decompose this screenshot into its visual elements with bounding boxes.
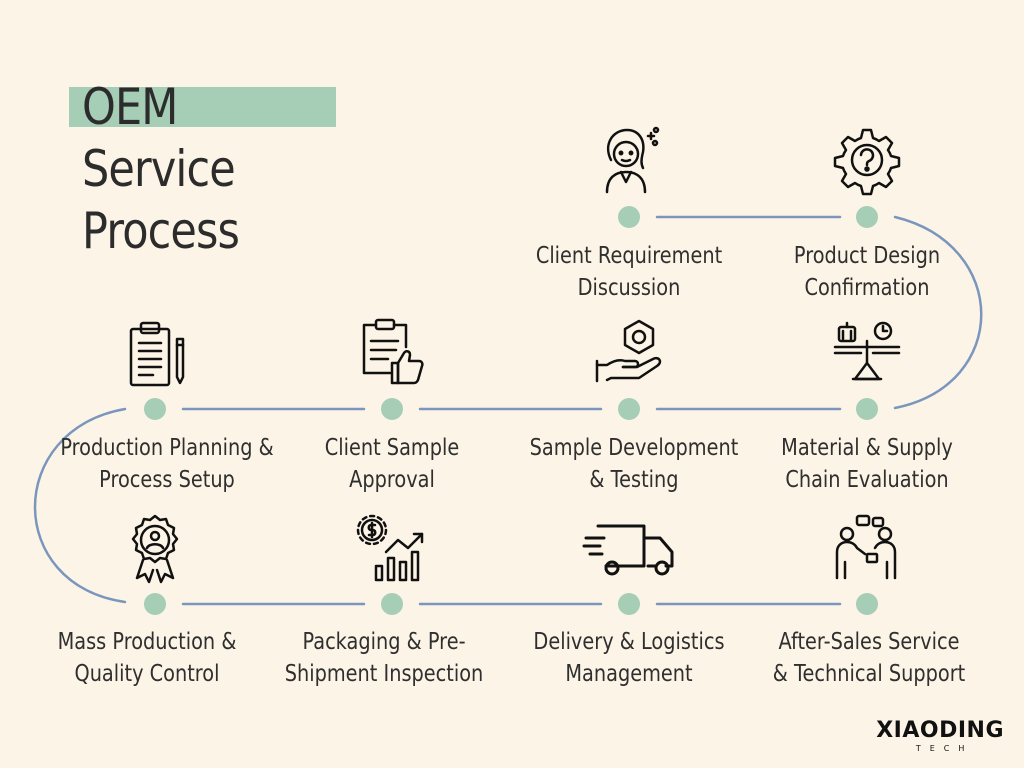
- title-line-1: OEM: [82, 78, 178, 136]
- step-node: [618, 206, 640, 228]
- step-node: [856, 398, 878, 420]
- step-node: [381, 398, 403, 420]
- step-node: [144, 398, 166, 420]
- step-node: [618, 398, 640, 420]
- gear-question-icon: [831, 124, 903, 196]
- step-label-packaging: Packaging & Pre-Shipment Inspection: [284, 629, 484, 687]
- connector: [33, 407, 127, 604]
- growth-chart-icon: [356, 512, 428, 584]
- balance-scale-icon: [831, 317, 903, 389]
- support-team-icon: [831, 512, 903, 584]
- step-node: [856, 593, 878, 615]
- step-label-sample-development: Sample Development& Testing: [529, 435, 739, 493]
- title-highlight: [69, 87, 336, 127]
- step-label-after-sales: After-Sales Service& Technical Support: [772, 629, 966, 687]
- step-label-mass-production: Mass Production &Quality Control: [57, 629, 237, 687]
- step-node: [144, 593, 166, 615]
- brand-subtitle: TECH: [915, 744, 974, 753]
- clipboard-pencil-icon: [119, 317, 191, 389]
- step-node: [381, 593, 403, 615]
- step-label-production-planning: Production Planning &Process Setup: [60, 435, 274, 493]
- title-line-2: Service: [82, 140, 236, 198]
- customer-icon: [593, 124, 665, 196]
- brand-logo: XIAODING TECH: [876, 718, 1004, 754]
- title-line-3: Process: [82, 202, 240, 260]
- award-badge-icon: [119, 512, 191, 584]
- brand-name: XIAODING: [876, 718, 1004, 743]
- hand-nut-icon: [593, 317, 665, 389]
- step-node: [856, 206, 878, 228]
- step-node: [618, 593, 640, 615]
- connector: [893, 215, 983, 410]
- delivery-truck-icon: [582, 512, 678, 584]
- clipboard-thumbs-up-icon: [356, 317, 428, 389]
